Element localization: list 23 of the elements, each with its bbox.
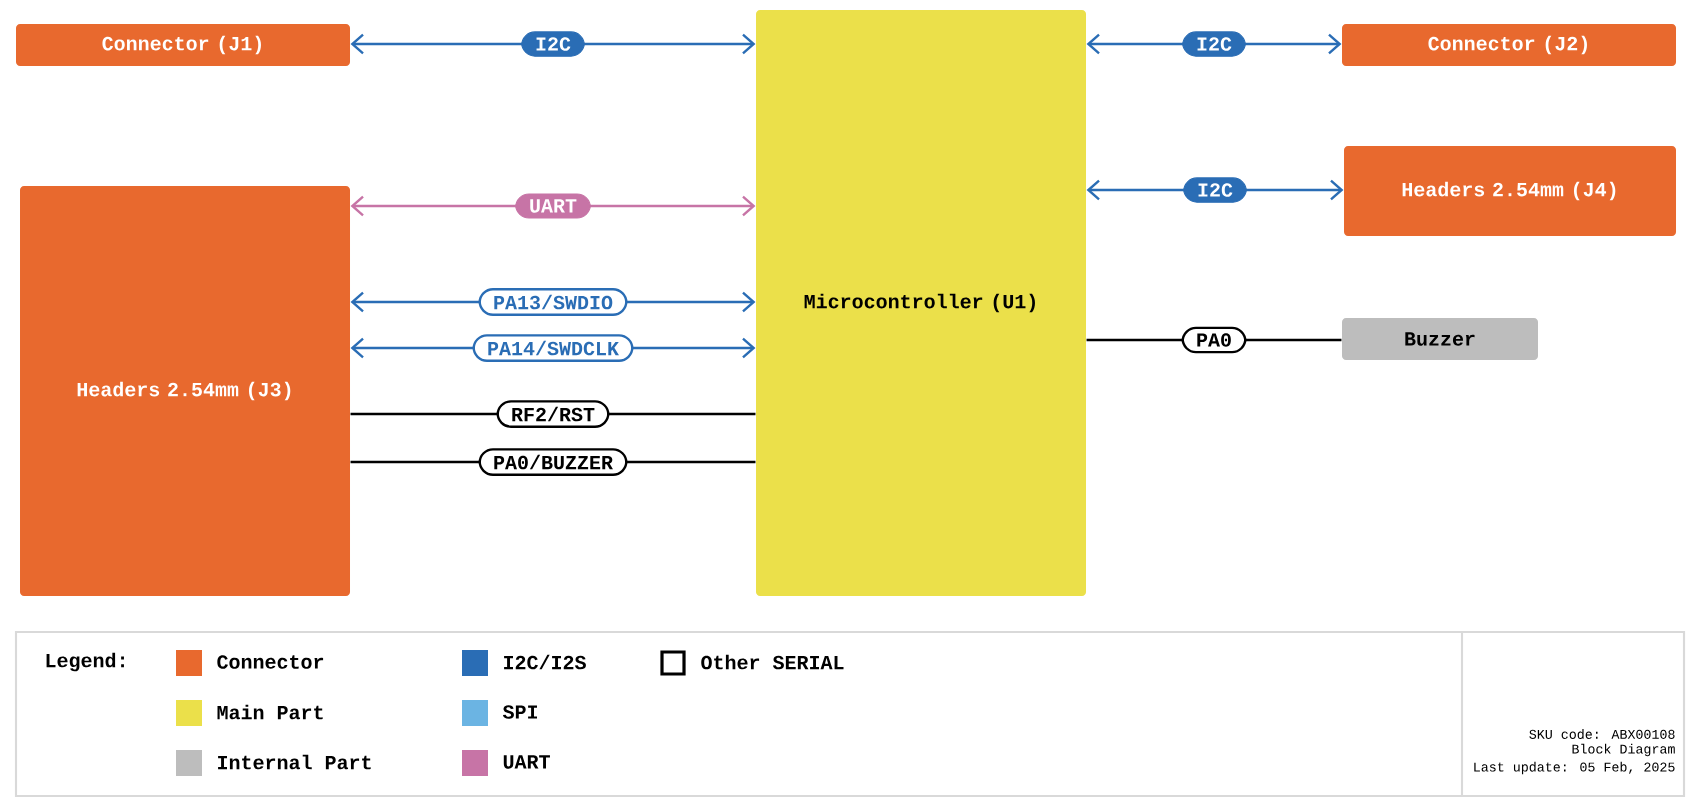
- connector-block: Connector (J1): [16, 24, 350, 66]
- legend-text: SPI: [502, 705, 537, 719]
- edge-label: PA0/BUZZER: [478, 448, 628, 476]
- microcontroller-block: Microcontroller (U1): [756, 10, 1086, 596]
- legend-text: Connector: [217, 655, 324, 669]
- header-block: Headers 2.54mm (J3): [20, 186, 350, 596]
- connector-block: Connector (J2): [1342, 24, 1676, 66]
- edge-label: PA13/SWDIO: [478, 288, 628, 316]
- buzzer-block: Buzzer: [1342, 318, 1538, 360]
- legend-text: I2C/I2S: [504, 654, 586, 670]
- edge-label: PA0: [1181, 326, 1247, 354]
- legend-text: Other SERIAL: [701, 654, 844, 670]
- edge-label: I2C: [521, 31, 585, 57]
- edge-label: RF2/RST: [496, 400, 610, 428]
- legend-text: Main Part: [217, 704, 323, 720]
- edge-label: UART: [515, 193, 591, 219]
- edge-label: PA14/SWDCLK: [472, 334, 634, 362]
- legend-title: Legend:: [46, 652, 124, 672]
- header-block: Headers 2.54mm (J4): [1344, 146, 1676, 236]
- legend-text: Internal Part: [218, 754, 371, 770]
- legend-text: UART: [503, 755, 550, 769]
- edge-label: I2C: [1182, 31, 1246, 57]
- edge-label: I2C: [1183, 177, 1247, 203]
